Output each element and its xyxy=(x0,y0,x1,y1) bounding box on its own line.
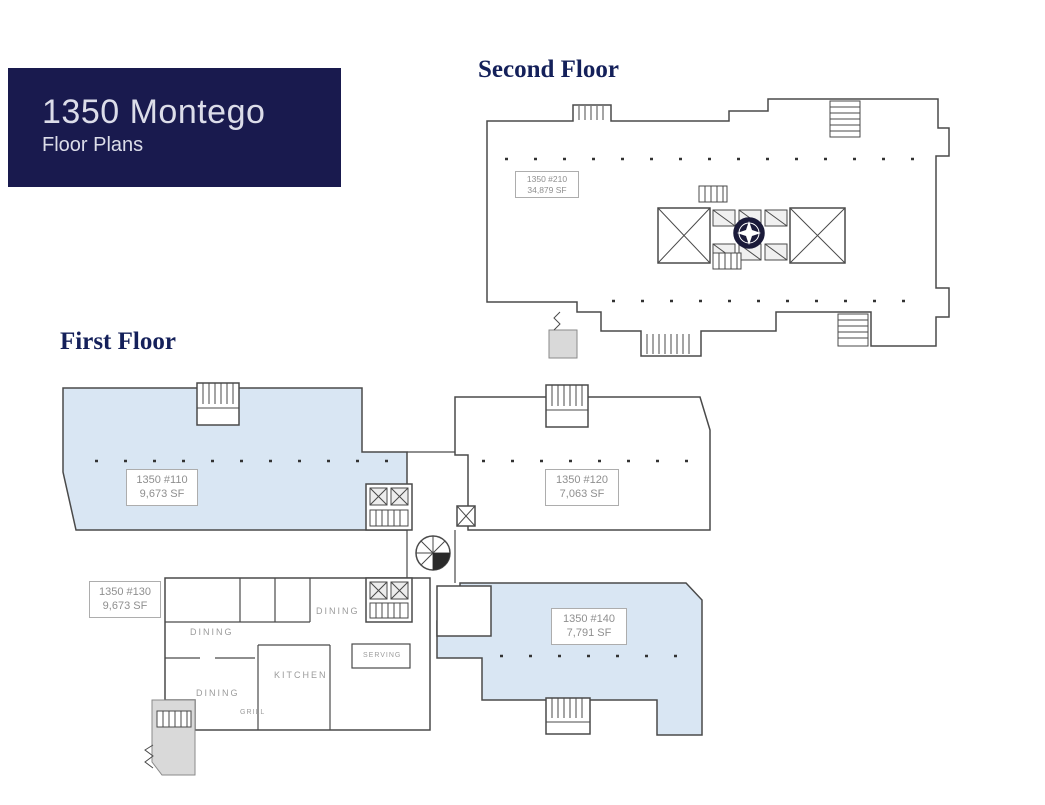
core-shaft-right xyxy=(789,207,846,264)
room-label-dining-1: DINING xyxy=(316,606,360,616)
second-floor-outline xyxy=(486,98,950,357)
suite-110-area: 9,673 SF xyxy=(139,488,185,501)
title-banner: 1350 Montego Floor Plans xyxy=(8,68,341,187)
suite-140-area: 7,791 SF xyxy=(566,627,612,640)
column-grid-dots xyxy=(95,459,690,658)
banner-subtitle: Floor Plans xyxy=(42,134,144,156)
suite-130-name: 1350 #130 xyxy=(99,586,151,598)
first-floor-heading: First Floor xyxy=(60,328,176,355)
suite-120-name: 1350 #120 xyxy=(556,474,608,486)
serving-counter xyxy=(351,643,411,669)
suite-120-area: 7,063 SF xyxy=(559,488,605,501)
zigzag-mark xyxy=(553,311,561,331)
suite-140-label: 1350 #140 7,791 SF xyxy=(551,608,627,645)
suite-210-label: 1350 #210 34,879 SF xyxy=(515,171,579,199)
first-floor-plan xyxy=(62,382,711,776)
elevator-core xyxy=(365,483,413,531)
stair-icon xyxy=(196,382,591,735)
suite-120-label: 1350 #120 7,063 SF xyxy=(545,469,619,506)
room-label-kitchen: KITCHEN xyxy=(274,670,328,680)
suite-210-name: 1350 #210 xyxy=(526,174,568,184)
building-title: 1350 Montego xyxy=(42,93,266,131)
gray-corner-area xyxy=(548,329,578,359)
suite-130-area: 9,673 SF xyxy=(102,600,148,613)
column-grid-dots xyxy=(505,157,928,303)
elevator-icons xyxy=(712,209,788,261)
suite-140-corner-room xyxy=(436,585,492,637)
spiral-stair-icon xyxy=(415,535,451,571)
stair-icon xyxy=(698,185,742,270)
elevator-core xyxy=(365,577,413,623)
suite-140-name: 1350 #140 xyxy=(563,613,615,625)
room-label-dining-2: DINING xyxy=(190,627,234,637)
suite-120-region xyxy=(454,396,711,531)
corridor-walls xyxy=(406,451,456,583)
second-floor-plan xyxy=(486,98,950,359)
elevator-icon xyxy=(456,505,476,527)
core-shaft-left xyxy=(657,207,711,264)
suite-210-area: 34,879 SF xyxy=(527,184,567,195)
suite-130-label: 1350 #130 9,673 SF xyxy=(89,581,161,618)
suite-130-partitions xyxy=(165,578,331,730)
room-label-serving: SERVING xyxy=(363,652,402,659)
gray-service-area xyxy=(144,699,196,776)
room-label-grill: GRILL xyxy=(240,709,266,716)
room-label-dining-3: DINING xyxy=(196,688,240,698)
building-logo-icon xyxy=(733,217,765,249)
suite-110-name: 1350 #110 xyxy=(136,474,188,486)
second-floor-heading: Second Floor xyxy=(478,56,619,83)
stair-icon xyxy=(578,100,869,354)
suite-110-label: 1350 #110 9,673 SF xyxy=(126,469,198,506)
